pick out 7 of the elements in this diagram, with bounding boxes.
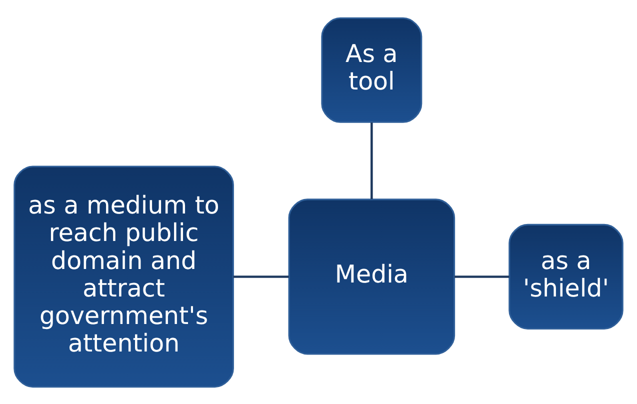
connector — [454, 275, 510, 278]
node-box: As a tool — [321, 16, 422, 122]
connector — [370, 122, 373, 199]
node-box: as a medium to reach public domain and attract government's attention — [14, 165, 234, 388]
node-box: as a 'shield' — [508, 223, 624, 329]
connector — [233, 275, 289, 278]
node-box: Media — [288, 198, 456, 354]
